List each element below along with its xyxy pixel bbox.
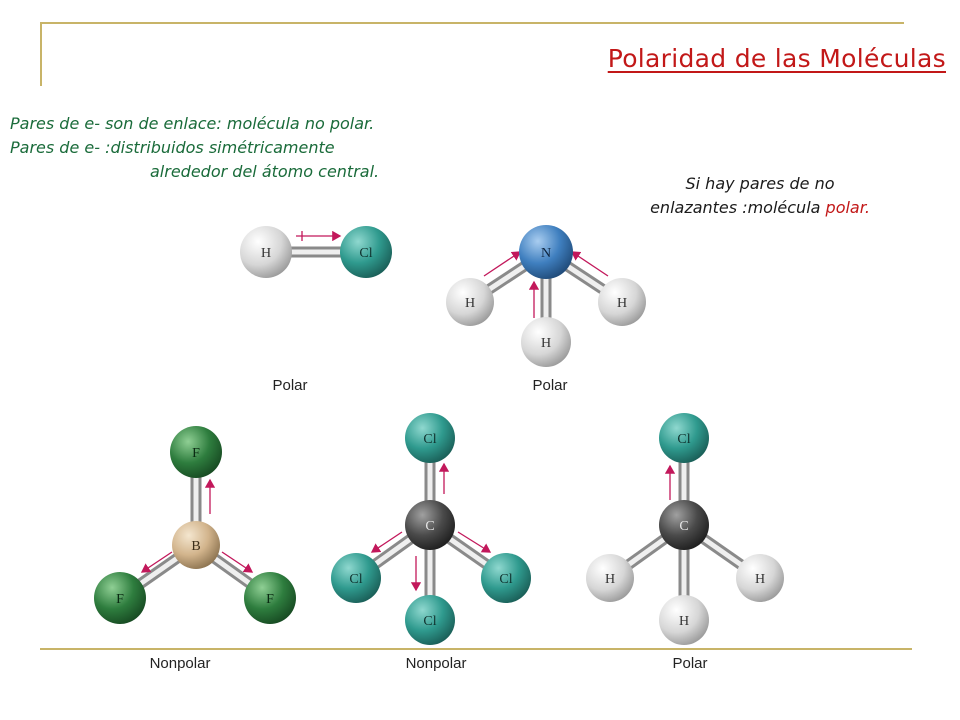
- bf3-molecule: F F F B: [94, 426, 296, 624]
- chcl3-h1-symbol: H: [605, 572, 615, 587]
- polar-accent-word: polar.: [825, 198, 870, 217]
- hydrogen-atom: [446, 278, 494, 326]
- bf3-b-symbol: B: [191, 539, 200, 554]
- ccl4-cl3-symbol: Cl: [499, 572, 512, 587]
- bf3-f3-symbol: F: [266, 592, 274, 607]
- nonpolar-line-3: alrededor del átomo central.: [150, 162, 380, 181]
- fluorine-atom: [94, 572, 146, 624]
- chcl3-cl-symbol: Cl: [677, 432, 690, 447]
- nonpolar-line-2: Pares de e- :distribuidos simétricamente: [10, 138, 335, 157]
- chcl3-polarity-label: Polar: [672, 655, 707, 672]
- ccl4-dipole-arrows: [370, 462, 492, 592]
- frame-bottom-line: [40, 648, 912, 650]
- frame-left-line: [40, 22, 42, 86]
- nh3-polarity-label: Polar: [532, 377, 567, 394]
- carbon-atom: [405, 500, 455, 550]
- hydrogen-atom: [598, 278, 646, 326]
- ccl4-c-symbol: C: [425, 519, 434, 534]
- chlorine-atom: [340, 226, 392, 278]
- ccl4-cl4-symbol: Cl: [423, 614, 436, 629]
- ccl4-polarity-label: Nonpolar: [406, 655, 467, 672]
- bf3-f2-symbol: F: [116, 592, 124, 607]
- chlorine-atom: [481, 553, 531, 603]
- bf3-dipole-arrows: [140, 478, 254, 573]
- boron-atom: [172, 521, 220, 569]
- chcl3-molecule: Cl H H H C: [586, 413, 784, 645]
- slide-title: Polaridad de las Moléculas: [607, 44, 946, 73]
- nh3-n-symbol: N: [541, 246, 551, 261]
- hcl-h-symbol: H: [261, 246, 271, 261]
- chcl3-h3-symbol: H: [679, 614, 689, 629]
- ccl4-molecule: Cl Cl Cl Cl C: [331, 413, 531, 645]
- hydrogen-atom: [240, 226, 292, 278]
- ccl4-cl2-symbol: Cl: [349, 572, 362, 587]
- nh3-molecule: H H H N: [446, 225, 646, 367]
- hcl-polarity-label: Polar: [272, 377, 307, 394]
- polar-line-2: enlazantes :molécula polar.: [590, 196, 930, 220]
- fluorine-atom: [244, 572, 296, 624]
- frame-top-line: [40, 22, 904, 24]
- nitrogen-atom: [519, 225, 573, 279]
- hydrogen-atom: [736, 554, 784, 602]
- nh3-h1-symbol: H: [465, 296, 475, 311]
- nh3-h3-symbol: H: [541, 336, 551, 351]
- hcl-cl-symbol: Cl: [359, 246, 372, 261]
- polar-line-1: Si hay pares de no: [685, 174, 835, 193]
- chlorine-atom: [405, 413, 455, 463]
- hcl-dipole-arrow: [296, 230, 342, 242]
- polar-line-2-prefix: enlazantes :molécula: [650, 198, 826, 217]
- ccl4-cl1-symbol: Cl: [423, 432, 436, 447]
- polar-explanation: Si hay pares de no enlazantes :molécula …: [590, 172, 930, 220]
- chcl3-h2-symbol: H: [755, 572, 765, 587]
- nonpolar-line-1: Pares de e- son de enlace: molécula no p…: [10, 114, 375, 133]
- hydrogen-atom: [521, 317, 571, 367]
- hcl-molecule: H Cl: [240, 226, 392, 278]
- fluorine-atom: [170, 426, 222, 478]
- bf3-polarity-label: Nonpolar: [150, 655, 211, 672]
- chlorine-atom: [405, 595, 455, 645]
- nonpolar-explanation: Pares de e- son de enlace: molécula no p…: [10, 112, 530, 184]
- nh3-dipole-arrows: [483, 251, 609, 318]
- chcl3-c-symbol: C: [679, 519, 688, 534]
- bf3-f1-symbol: F: [192, 446, 200, 461]
- chlorine-atom: [659, 413, 709, 463]
- nh3-h2-symbol: H: [617, 296, 627, 311]
- chlorine-atom: [331, 553, 381, 603]
- hydrogen-atom: [659, 595, 709, 645]
- carbon-atom: [659, 500, 709, 550]
- hydrogen-atom: [586, 554, 634, 602]
